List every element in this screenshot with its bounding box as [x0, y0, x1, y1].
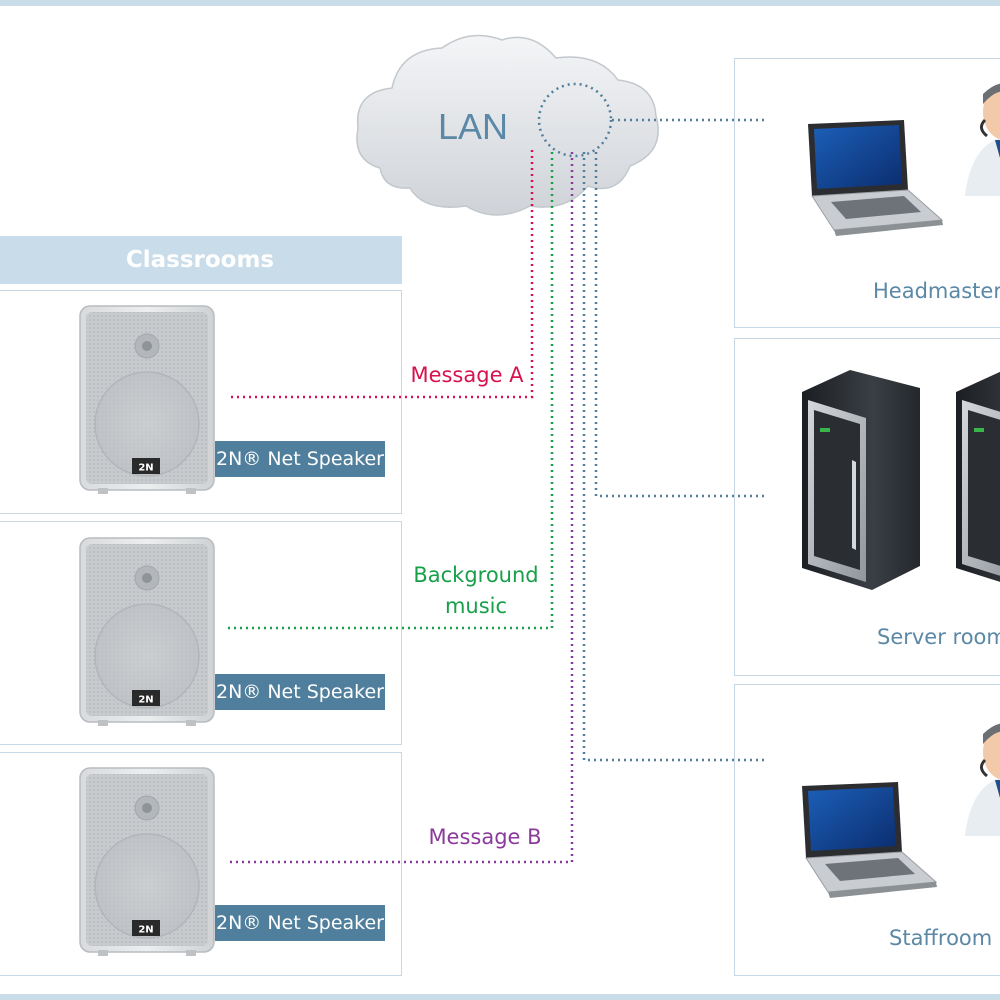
link-staffroom: [582, 152, 766, 762]
link-background-music: [228, 152, 554, 630]
link-server-room: [594, 152, 766, 498]
message-b-label: Message B: [428, 825, 542, 849]
speaker-tag-2: 2N® Net Speaker: [215, 674, 385, 710]
server-rack-2-icon: [956, 370, 1000, 590]
staffroom-person-icon: [963, 721, 1000, 838]
lan-links: [582, 118, 766, 762]
lan-hub-ring: [537, 82, 613, 158]
headmaster-person-icon: [963, 81, 1000, 198]
headmaster-label: Headmaster: [873, 279, 1000, 303]
background-music-label: Background music: [413, 563, 539, 618]
bottom-border: [0, 994, 1000, 1000]
classrooms-header: Classrooms: [0, 236, 402, 284]
staffroom-label: Staffroom: [889, 926, 993, 950]
speaker-tag-3: 2N® Net Speaker: [215, 905, 385, 941]
link-message-a: [228, 150, 534, 399]
link-message-b: [228, 152, 574, 864]
net-speaker-3-icon: [79, 767, 215, 957]
lan-label: LAN: [438, 106, 509, 147]
speaker-tag-1: 2N® Net Speaker: [215, 441, 385, 477]
top-border: [0, 0, 1000, 6]
net-speaker-1-icon: [79, 305, 215, 495]
message-a-label: Message A: [410, 363, 524, 387]
staffroom-laptop-icon: [801, 781, 938, 899]
headmaster-laptop-icon: [807, 119, 944, 237]
net-speaker-2-icon: [79, 537, 215, 727]
server-room-label: Server room: [877, 625, 1000, 649]
server-rack-1-icon: [802, 370, 920, 590]
